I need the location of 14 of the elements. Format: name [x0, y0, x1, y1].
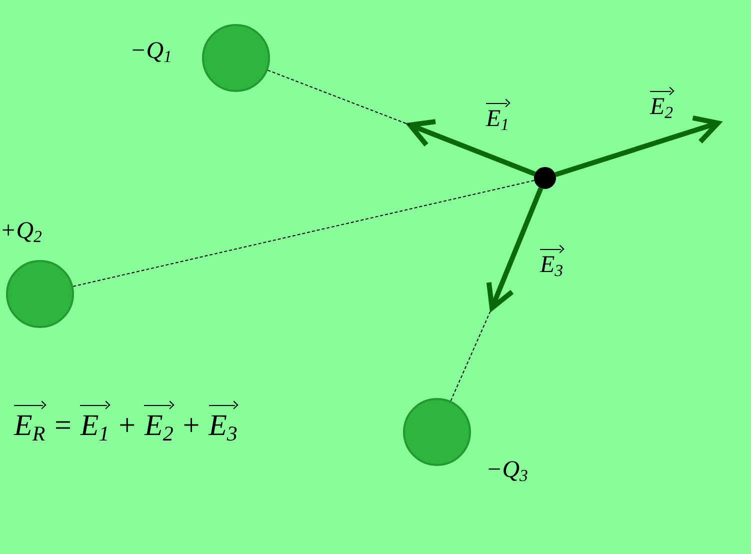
charge-label: +Q$_{2}$	[0, 217, 42, 248]
field-vector-arrow	[554, 115, 720, 178]
vector-label: E$_{3}$	[540, 246, 564, 282]
dashed-line	[72, 180, 535, 287]
dashed-line	[450, 312, 490, 402]
field-vector-arrow	[408, 119, 536, 176]
charge-label: −Q$_{3}$	[486, 456, 528, 488]
dashed-line	[267, 70, 410, 126]
vector-sum-equation: E$_{R}$ = E$_{1}$ + E$_{2}$ + E$_{3}$	[14, 402, 238, 448]
charge-label: −Q$_{1}$	[130, 37, 172, 68]
vector-label: E$_{1}$	[486, 100, 510, 136]
vector-label: E$_{2}$	[650, 88, 674, 124]
field-vector-arrow	[486, 187, 544, 310]
test-charge-dot	[534, 167, 556, 189]
